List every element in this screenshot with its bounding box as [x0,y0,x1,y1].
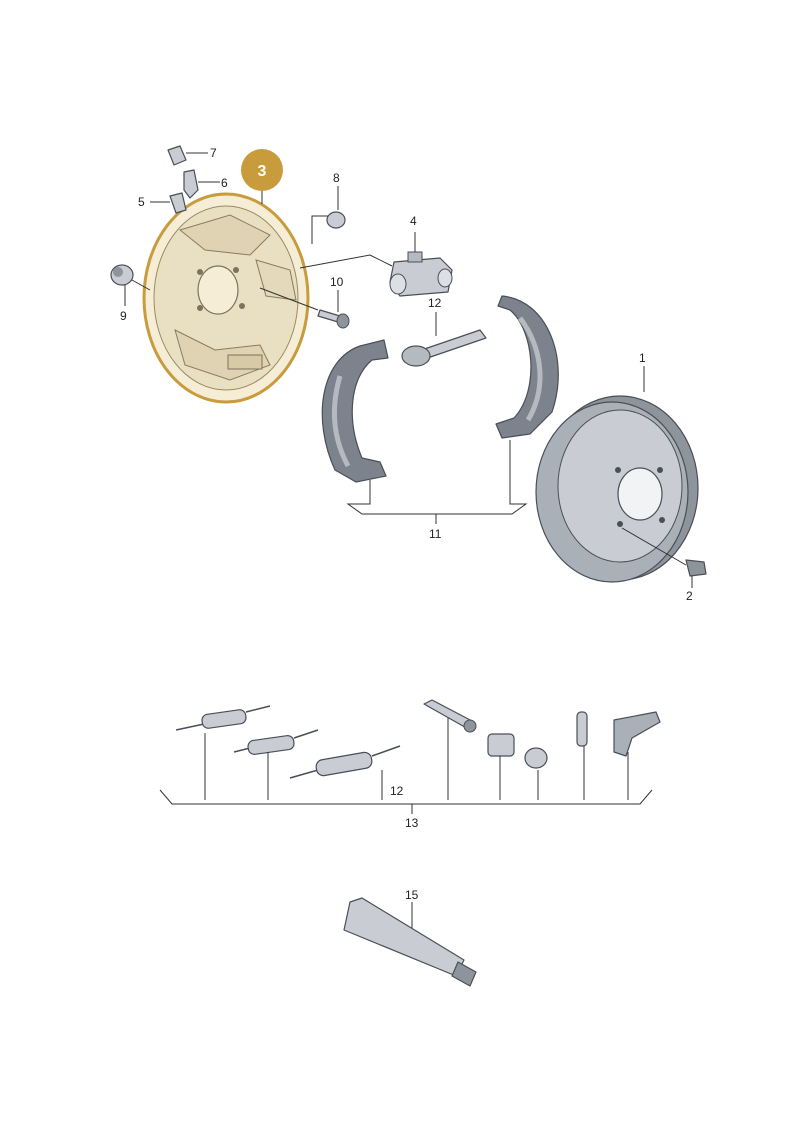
retainer-spring-part[interactable] [487,733,515,757]
callout-13-label: 13 [405,816,419,830]
drum-screw-part[interactable] [685,559,707,577]
callout-8-label: 8 [333,171,340,185]
brake-drum-part[interactable] [535,395,699,583]
callout-3-label: 3 [258,163,267,180]
bolt-10-part[interactable] [317,309,350,329]
retainer-cup-part[interactable] [524,747,548,769]
bleed-cap-part[interactable] [167,145,187,166]
callout-3-badge[interactable]: 3 [241,149,283,191]
callout-10-label: 10 [330,275,344,289]
callout-11-leader [346,440,528,515]
callout-9-label: 9 [120,309,127,323]
return-spring-1-part[interactable] [175,705,271,731]
wheel-cylinder-part[interactable] [389,251,453,297]
plug-part[interactable] [326,211,346,229]
brake-shoe-right-part[interactable] [495,295,559,439]
callout-4-label: 4 [410,214,417,228]
retaining-pin-part[interactable] [423,699,477,733]
callout-12-kit-label: 12 [390,784,404,798]
callout-6-label: 6 [221,176,228,190]
backing-plate-part[interactable] [142,192,310,404]
bracket-part[interactable] [613,711,661,757]
small-spring-part[interactable] [576,711,588,747]
callout-11-label: 11 [429,527,442,541]
return-spring-3-part[interactable] [289,745,401,779]
callout-7-label: 7 [210,146,217,160]
grease-tube-part[interactable] [343,897,477,987]
callout-2-label: 2 [686,589,693,603]
bleed-screw-part[interactable] [183,169,199,199]
callout-12-top-label: 12 [428,296,442,310]
adjuster-part[interactable] [401,329,487,367]
bushing-part[interactable] [110,264,134,286]
callout-13-leader [159,789,653,805]
callout-15-label: 15 [405,888,419,902]
brake-shoe-left-part[interactable] [321,339,389,483]
return-spring-2-part[interactable] [233,729,319,755]
callout-5-label: 5 [138,195,145,209]
callout-1-label: 1 [639,351,646,365]
bolt-5-part[interactable] [169,192,187,214]
